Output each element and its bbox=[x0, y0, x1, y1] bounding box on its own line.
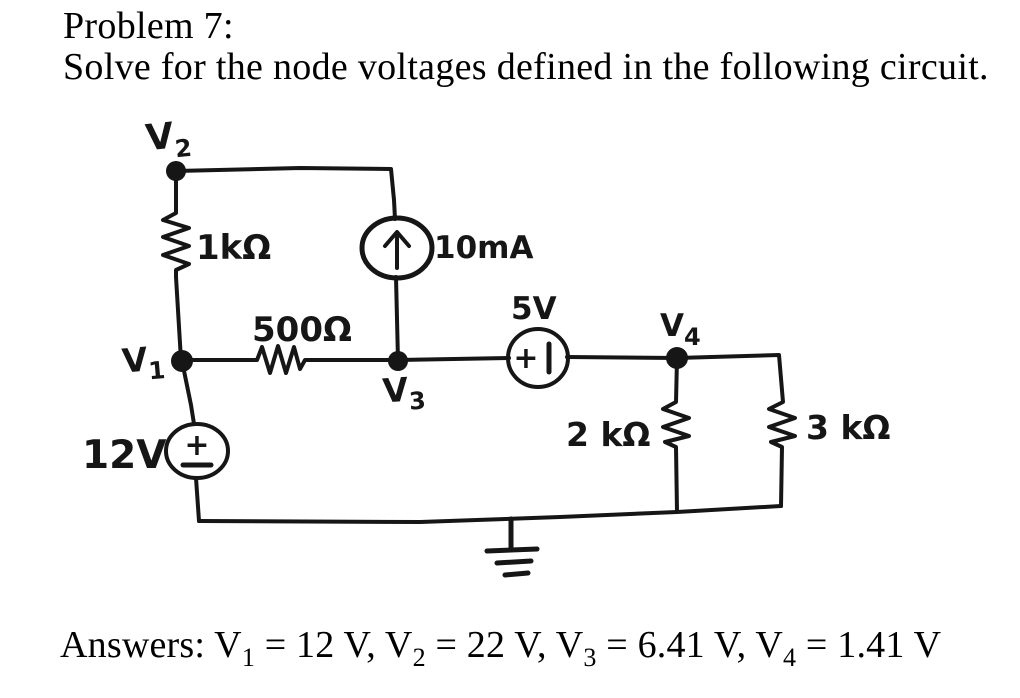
answer-4-sym: V bbox=[755, 624, 784, 666]
plus-mark: + bbox=[513, 341, 538, 376]
ground-bar-mid bbox=[494, 558, 534, 566]
problem-statement: Problem 7: Solve for the node voltages d… bbox=[63, 6, 989, 88]
answer-1-value: = 12 V, bbox=[255, 624, 385, 666]
current-source-circle bbox=[359, 215, 435, 281]
voltage-source-12v: + bbox=[164, 422, 230, 480]
current-source-10ma bbox=[359, 215, 435, 281]
voltage-source-5v: + bbox=[506, 327, 570, 389]
node-label-v2-sym: V bbox=[144, 116, 176, 160]
wire-v1-to-12v-source bbox=[180, 359, 196, 426]
branch-resistor-2k bbox=[661, 357, 691, 514]
answers-line: Answers: V1 = 12 V, V2 = 22 V, V3 = 6.41… bbox=[60, 623, 942, 671]
wire-v2-to-current-source bbox=[174, 166, 397, 221]
answer-2-sub: 2 bbox=[412, 643, 426, 672]
node-label-v3-sub: 3 bbox=[408, 387, 427, 416]
answer-1-sym: V bbox=[214, 624, 242, 666]
answer-4-sub: 4 bbox=[783, 643, 797, 672]
answer-3-value: = 6.41 V, bbox=[596, 624, 756, 666]
branch-resistor-500 bbox=[180, 344, 400, 375]
voltage-source-5v-circle bbox=[506, 327, 570, 389]
voltage-source-12v-label: 12V bbox=[82, 433, 166, 478]
voltage-source-12v-circle bbox=[164, 422, 230, 480]
resistor-2k-label: 2 kΩ bbox=[566, 415, 650, 454]
node-label-v3: V3 bbox=[381, 369, 426, 418]
problem-subtitle: Solve for the node voltages defined in t… bbox=[63, 46, 989, 88]
resistor-1k-label: 1kΩ bbox=[196, 228, 271, 268]
answer-3-sym: V bbox=[555, 624, 584, 666]
resistor-500-label: 500Ω bbox=[252, 310, 352, 350]
wire-v3-to-5v-source bbox=[396, 356, 511, 362]
wire-current-source-to-v3 bbox=[394, 275, 400, 363]
node-v4-dot bbox=[666, 347, 688, 369]
node-label-v1: V1 bbox=[120, 338, 166, 388]
node-label-v1-sub: 1 bbox=[147, 356, 166, 385]
node-v2-dot bbox=[166, 161, 186, 181]
answer-2-sym: V bbox=[384, 624, 413, 666]
answer-4-value: = 1.41 V bbox=[796, 624, 942, 666]
node-label-v4-sub: 4 bbox=[684, 323, 701, 351]
node-label-v3-sym: V bbox=[381, 370, 410, 411]
answers-prefix: Answers: bbox=[60, 624, 215, 666]
wire-5v-source-to-v4 bbox=[565, 355, 679, 360]
answer-3-sub: 3 bbox=[583, 643, 597, 672]
plus-mark: + bbox=[184, 428, 209, 463]
node-label-v4-sym: V bbox=[660, 308, 684, 344]
wire-12v-source-to-bottom bbox=[194, 476, 201, 523]
answer-1-sub: 1 bbox=[241, 643, 256, 672]
node-v3-dot bbox=[388, 351, 408, 371]
up-arrow-icon bbox=[383, 230, 411, 248]
problem-title: Problem 7: bbox=[63, 5, 234, 47]
node-label-v4: V4 bbox=[660, 308, 701, 351]
branch-resistor-1k bbox=[161, 169, 191, 362]
ground-symbol bbox=[484, 516, 540, 578]
node-dots bbox=[166, 161, 688, 372]
voltage-source-5v-label: 5V bbox=[511, 291, 557, 327]
node-v1-dot bbox=[171, 350, 193, 372]
wire-bottom-rail bbox=[197, 504, 783, 524]
node-label-v1-sym: V bbox=[120, 340, 149, 381]
current-source-10ma-label: 10mA bbox=[434, 230, 533, 266]
node-label-v2: V2 bbox=[144, 114, 193, 166]
labels: V2 1kΩ 10mA 500Ω V1 V3 5V V4 2 kΩ 3 kΩ 1… bbox=[82, 114, 890, 478]
ground-bar-long bbox=[484, 546, 540, 554]
resistor-3k-label: 3 kΩ bbox=[806, 408, 890, 447]
ground-bar-short bbox=[502, 570, 531, 578]
branch-resistor-3k bbox=[675, 353, 797, 508]
answer-2-value: = 22 V, bbox=[425, 624, 556, 666]
wires bbox=[161, 166, 797, 524]
node-label-v2-sub: 2 bbox=[174, 134, 194, 164]
